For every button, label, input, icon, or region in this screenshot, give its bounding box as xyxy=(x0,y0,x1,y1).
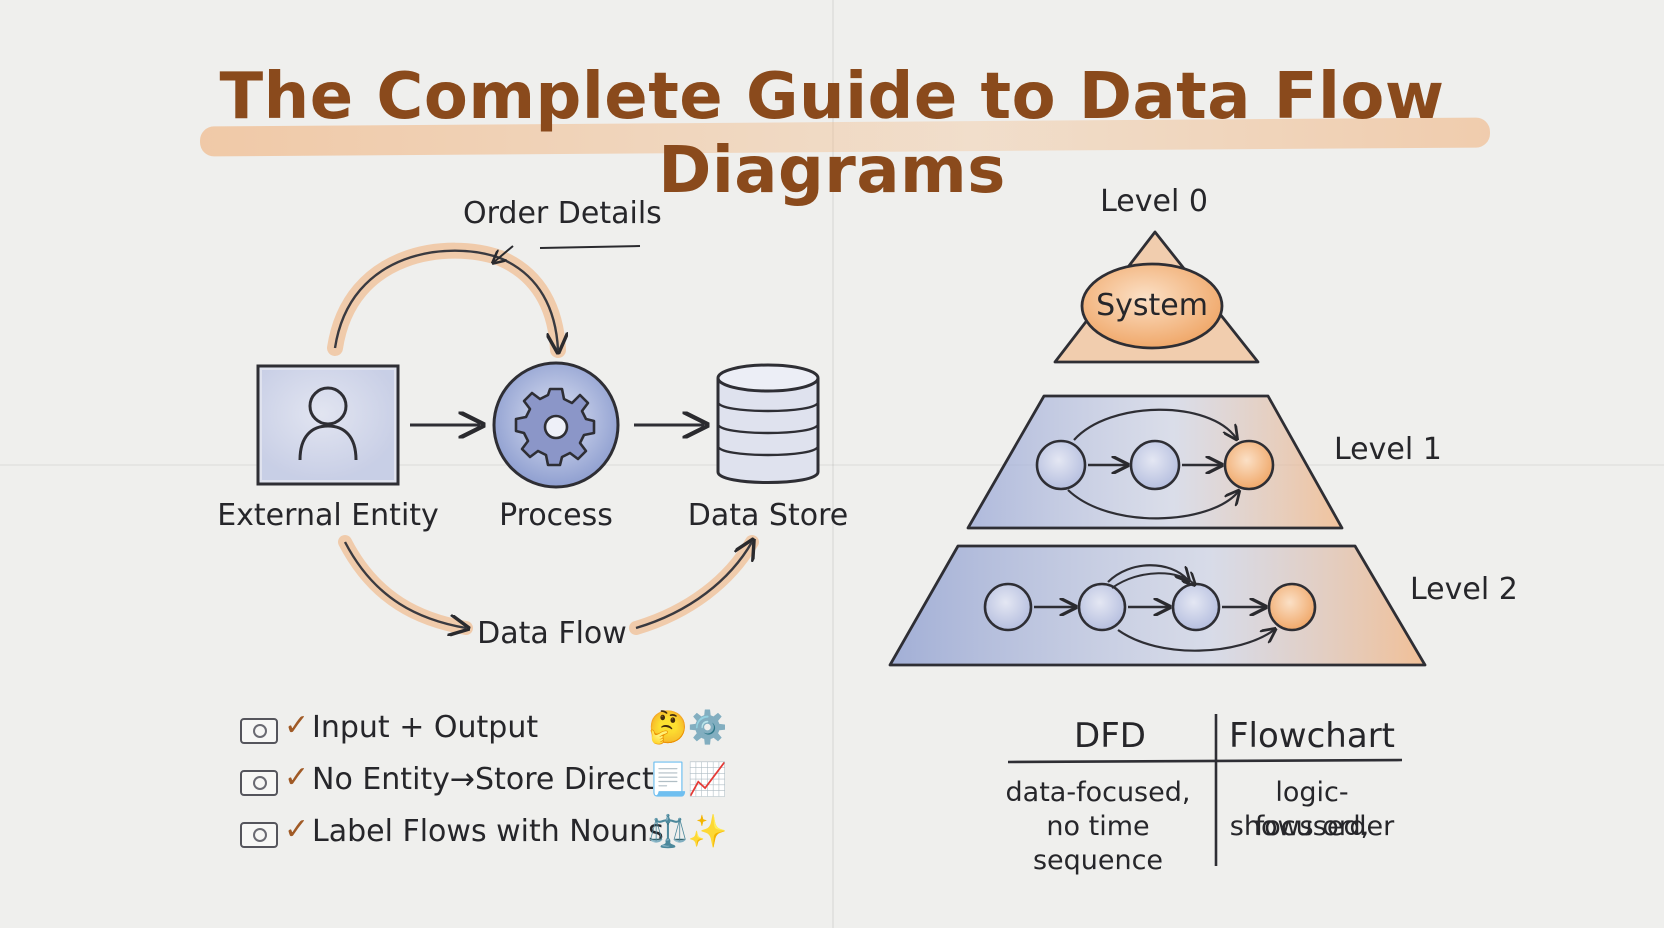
level2-nodes xyxy=(983,564,1317,652)
level1-label: Level 1 xyxy=(1334,432,1442,467)
checklist-item-text: No Entity→Store Direct xyxy=(312,762,654,797)
data-flow-bottom-arrow-left xyxy=(338,535,473,628)
checklist-item-text: Input + Output xyxy=(312,710,539,745)
checkmark-icon: ✓ xyxy=(284,812,310,847)
data-store-cylinder xyxy=(716,363,820,484)
data-flow-label: Data Flow xyxy=(477,616,627,651)
page-title: The Complete Guide to Data Flow Diagrams xyxy=(219,60,1445,208)
thinking-gear-icon: 🤔⚙️ xyxy=(648,708,728,746)
process-circle xyxy=(492,361,620,489)
order-details-flow-arrow xyxy=(327,242,641,358)
comparison-header-flowchart: Flowchart xyxy=(1229,716,1395,756)
pyramid-level2 xyxy=(888,544,1427,667)
comparison-flowchart-line2: shows order xyxy=(1229,811,1395,842)
document-chart-icon: 📃📈 xyxy=(648,760,728,798)
paper-fold-vertical xyxy=(832,0,834,928)
external-entity-label: External Entity xyxy=(217,498,439,533)
comparison-header-dfd: DFD xyxy=(1074,716,1146,756)
level1-nodes xyxy=(1035,408,1275,520)
gear-icon xyxy=(514,387,596,467)
document-icon xyxy=(240,770,278,796)
system-label: System xyxy=(1096,288,1208,323)
checklist-item-text: Label Flows with Nouns xyxy=(312,814,664,849)
order-details-label: Order Details xyxy=(463,196,662,231)
data-store-label: Data Store xyxy=(687,498,849,533)
person-icon xyxy=(298,386,358,461)
process-label: Process xyxy=(499,498,613,533)
data-flow-bottom-arrow-right xyxy=(629,542,759,635)
comparison-flowchart-line1: logic-focused, xyxy=(1254,777,1370,842)
pyramid-level0 xyxy=(1053,230,1260,364)
scales-sparkle-icon: ⚖️✨ xyxy=(648,812,728,850)
pyramid-level1 xyxy=(966,394,1344,530)
checklist-item: ✓ No Entity→Store Direct 📃📈 xyxy=(240,760,760,804)
label-icon xyxy=(240,822,278,848)
checkmark-icon: ✓ xyxy=(284,708,310,743)
comparison-dfd-line2: no time sequence xyxy=(1032,811,1164,876)
level0-label: Level 0 xyxy=(1100,184,1208,219)
input-output-icon xyxy=(240,718,278,744)
external-entity-box xyxy=(256,364,400,486)
level2-label: Level 2 xyxy=(1410,572,1518,607)
comparison-dfd-line1: data-focused, xyxy=(1005,777,1191,808)
checklist-item: ✓ Input + Output 🤔⚙️ xyxy=(240,708,760,752)
checkmark-icon: ✓ xyxy=(284,760,310,795)
title-block: The Complete Guide to Data Flow Diagrams xyxy=(150,52,1514,208)
checklist-item: ✓ Label Flows with Nouns ⚖️✨ xyxy=(240,812,760,856)
comparison-table-lines xyxy=(1007,714,1403,866)
paper-fold-horizontal xyxy=(0,464,1664,466)
